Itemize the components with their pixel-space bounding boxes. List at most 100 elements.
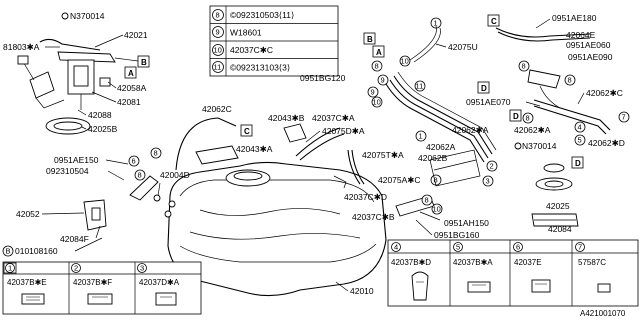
callout-0951bg160: 0951BG160 xyxy=(434,230,480,240)
callout-42062d: 42062✱D xyxy=(588,138,625,148)
ref-box-a-left-label: A xyxy=(128,69,134,78)
callout-0951ae150: 0951AE150 xyxy=(54,155,99,165)
legend-top-code-8: ©092310503⟨11⟩ xyxy=(230,10,294,20)
circled-9-lines-b: 9 xyxy=(371,88,375,97)
callout-42075u: 42075U xyxy=(448,42,478,52)
callout-42088: 42088 xyxy=(88,110,112,120)
callout-0951ae060: 0951AE060 xyxy=(566,40,611,50)
ref-box-b-center xyxy=(363,32,376,45)
legend-top-num-8: 8 xyxy=(216,11,220,20)
canister-bracket: N370014 D 42025 42084 xyxy=(514,141,584,234)
legend-bottom-right: 4 42037B✱D 5 42037B✱A 6 42037E 7 57587C xyxy=(387,239,639,307)
circled-1-lines-b: 1 xyxy=(419,132,423,141)
legend-br-code-4: 42037B✱D xyxy=(391,258,431,267)
callout-42037ca: 42037C✱A xyxy=(312,113,355,123)
circled-3-lines: 3 xyxy=(486,177,490,186)
callout-81803a: 81803✱A xyxy=(3,42,40,52)
callout-42062c: 42062C xyxy=(202,104,232,114)
ref-box-d-right xyxy=(477,81,490,94)
legend-bl-num-2: 2 xyxy=(74,264,78,273)
callout-42004d: 42004D xyxy=(160,170,190,180)
circled-8-right-c: 8 xyxy=(526,114,530,123)
callout-42062a: 42062A xyxy=(426,142,456,152)
legend-top-code-11: ©092313103⟨3⟩ xyxy=(230,63,290,73)
fuel-tank: 42010 xyxy=(164,161,387,297)
ref-box-c-center xyxy=(240,124,253,137)
callout-42084: 42084 xyxy=(548,224,572,234)
ref-box-c-right-label: C xyxy=(491,17,497,26)
fuel-lines: B A 8 9 0951BG120 9 10 10 11 1 1 2 3 420… xyxy=(300,17,498,187)
callout-42025b: 42025B xyxy=(88,124,118,134)
diagram-id: A421001070 xyxy=(580,309,626,318)
ref-box-b-center-label: B xyxy=(367,35,373,44)
callout-42062c-right: 42062✱C xyxy=(586,88,623,98)
callout-42062b: 42062B xyxy=(418,153,448,163)
callout-42058a: 42058A xyxy=(117,83,147,93)
legend-top-num-9: 9 xyxy=(216,28,220,37)
legend-bl-code-1: 42037B✱E xyxy=(7,278,47,287)
callout-n370014-top: N370014 xyxy=(70,11,105,21)
ref-box-c-right xyxy=(487,14,500,27)
circled-8-left-b: 8 xyxy=(138,171,142,180)
callout-42064e: 42064E xyxy=(566,30,596,40)
circled-8-left: 8 xyxy=(154,149,158,158)
legend-br-code-5: 42037B✱A xyxy=(453,258,493,267)
legend-br-num-5: 5 xyxy=(456,243,460,252)
legend-top-num-10: 10 xyxy=(214,46,222,55)
callout-n370014-right: N370014 xyxy=(522,141,557,151)
ref-box-d-bracket-label: D xyxy=(575,159,581,168)
ref-box-a-center xyxy=(372,45,385,58)
ref-box-b xyxy=(137,55,150,68)
ref-box-b-label: B xyxy=(141,58,147,67)
ref-box-a-center-label: A xyxy=(376,48,382,57)
circled-8-right-b: 8 xyxy=(568,76,572,85)
circled-8-mid-b: 8 xyxy=(425,196,429,205)
callout-010108160: 010108160 xyxy=(15,246,58,256)
legend-br-num-7: 7 xyxy=(578,243,582,252)
callout-0951ae180: 0951AE180 xyxy=(552,13,597,23)
callout-42075da: 42075D✱A xyxy=(322,126,365,136)
circled-8-lines-a: 8 xyxy=(375,62,379,71)
callout-42037cd: 42037C✱D xyxy=(344,192,387,202)
ref-box-d-lower-label: D xyxy=(513,112,519,121)
callout-42052: 42052 xyxy=(16,209,40,219)
tank-valve-parts: 42037C✱D 42075A✱C 8 42037C✱B 8 10 0951AH… xyxy=(333,174,489,240)
legend-top-code-9: W18601 xyxy=(230,28,262,38)
circled-b: B xyxy=(6,247,11,256)
left-small-parts: 0951AE150 092310504 6 8 8 42004D 42052 4… xyxy=(2,147,190,257)
circled-2-lines: 2 xyxy=(490,162,494,171)
circled-8-right: 8 xyxy=(522,62,526,71)
callout-42021: 42021 xyxy=(124,30,148,40)
callout-42062a-right-b: 42062✱A xyxy=(514,125,551,135)
callout-42010: 42010 xyxy=(350,286,374,296)
legend-top-code-10: 42037C✱C xyxy=(230,45,273,55)
callout-42043a: 42043✱A xyxy=(236,144,273,154)
circled-7-right: 7 xyxy=(622,113,626,122)
callout-0951ae070: 0951AE070 xyxy=(466,97,511,107)
legend-bl-num-3: 3 xyxy=(140,264,144,273)
legend-br-code-6: 42037E xyxy=(514,258,542,267)
filler-pipe-group: 42062C C 42043✱B 42037C✱A 42075D✱A 42043… xyxy=(175,104,404,185)
right-hose-assembly: C 0951AE180 42064E 0951AE060 0951AE090 8… xyxy=(466,13,630,148)
legend-br-num-4: 4 xyxy=(394,243,398,252)
legend-bl-code-3: 42037D✱A xyxy=(139,278,180,287)
circled-8-mid: 8 xyxy=(434,176,438,185)
legend-bl-num-1: 1 xyxy=(8,264,12,273)
ref-box-d-right-label: D xyxy=(481,84,487,93)
legend-bl-code-2: 42037B✱F xyxy=(73,278,112,287)
callout-42037cb: 42037C✱B xyxy=(352,212,395,222)
circled-1-lines: 1 xyxy=(434,19,438,28)
callout-42025: 42025 xyxy=(546,201,570,211)
legend-top-num-11: 11 xyxy=(214,63,222,72)
callout-092310504: 092310504 xyxy=(46,166,89,176)
legend-bottom-left: 1 42037B✱E 2 42037B✱F 3 42037D✱A xyxy=(2,261,202,315)
callout-42075ac: 42075A✱C xyxy=(378,175,421,185)
circled-10-mid: 10 xyxy=(433,205,441,214)
callout-42043b: 42043✱B xyxy=(268,113,305,123)
circled-11-lines: 11 xyxy=(416,82,424,91)
circled-6-left: 6 xyxy=(132,157,136,166)
circled-9-lines: 9 xyxy=(381,76,385,85)
callout-0951ah150: 0951AH150 xyxy=(444,218,489,228)
legend-top: 8 ©092310503⟨11⟩ 9 W18601 10 42037C✱C 11… xyxy=(209,5,339,77)
